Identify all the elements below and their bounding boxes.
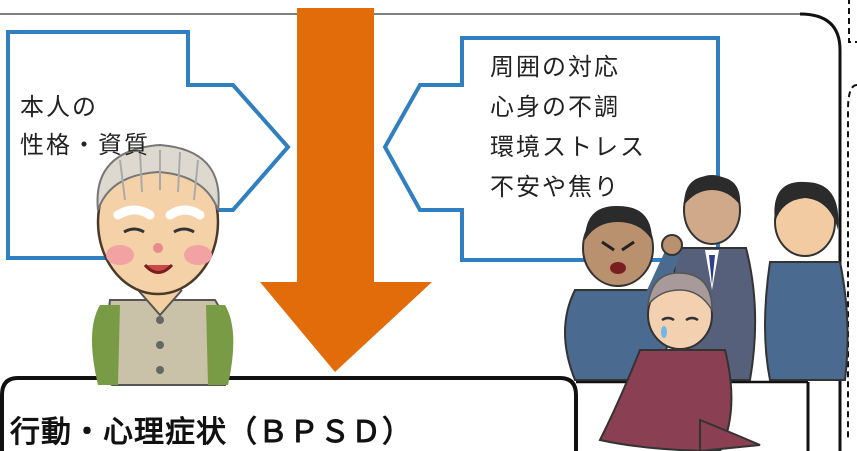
right-dashed-frame <box>847 84 857 440</box>
left-factor-line-2: 性格・資質 <box>20 131 150 159</box>
family-group-illustration <box>564 175 849 451</box>
right-factor-line-2: 心身の不調 <box>490 93 620 121</box>
bpsd-title: 行動・心理症状（ＢＰＳＤ） <box>10 415 413 450</box>
elderly-man-illustration <box>91 143 234 386</box>
right-factor-line-3: 環境ストレス <box>490 133 646 161</box>
right-factor-line-4: 不安や焦り <box>490 173 620 201</box>
result-frame <box>0 376 578 451</box>
left-factor-line-1: 本人の <box>20 93 98 121</box>
dashed-side-box <box>848 0 857 43</box>
right-factor-line-1: 周囲の対応 <box>490 53 620 81</box>
right-frame <box>799 12 842 451</box>
right-factor-callout <box>382 36 720 262</box>
orange-down-arrow <box>260 8 432 372</box>
